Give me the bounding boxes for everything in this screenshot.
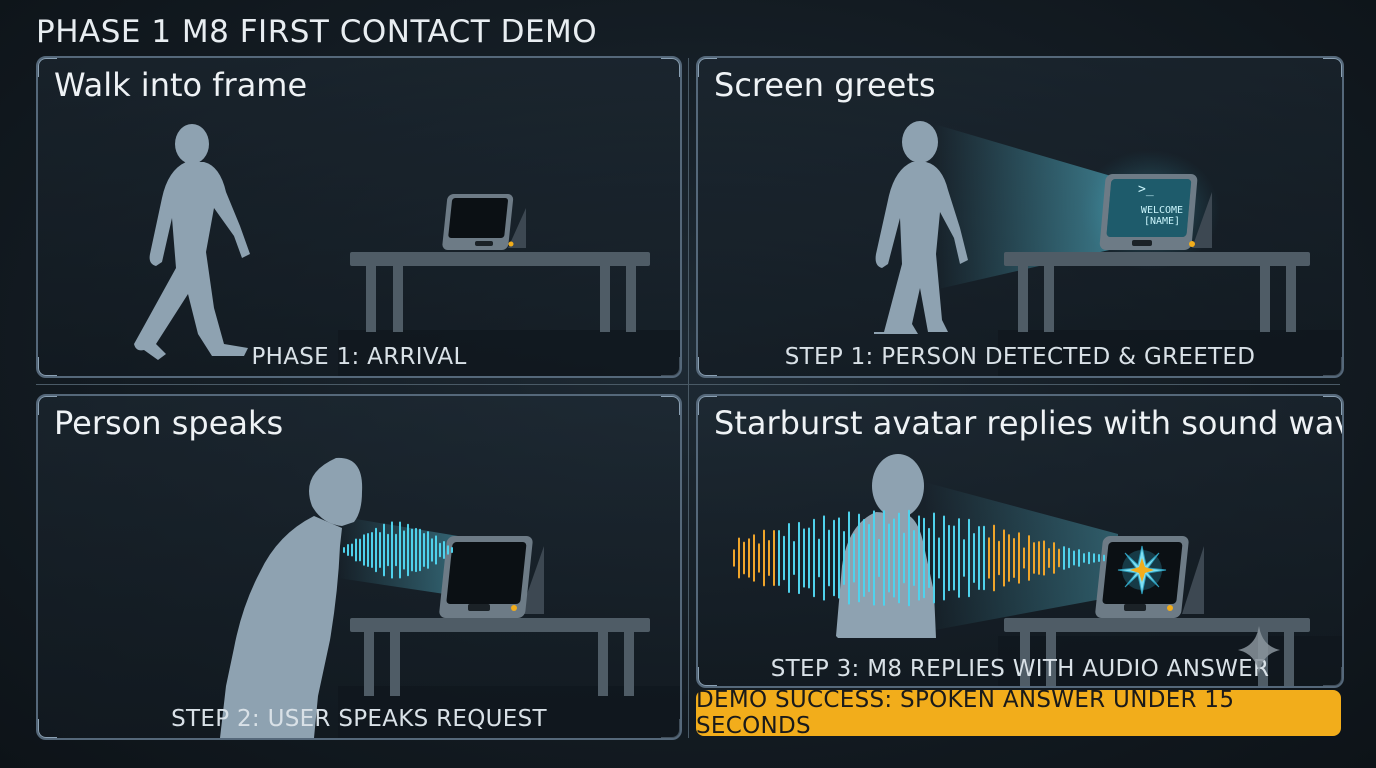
table	[350, 252, 650, 332]
panel-avatar-replies: Starburst avatar replies with sound wave…	[696, 394, 1344, 688]
tablet-device-icon	[439, 536, 544, 618]
panel-title: Starburst avatar replies with sound wave…	[714, 404, 1344, 442]
walking-person-icon	[134, 124, 250, 360]
voice-wave	[343, 521, 453, 579]
panel-caption: STEP 1: PERSON DETECTED & GREETED	[784, 344, 1256, 370]
greeting-scene	[874, 121, 1342, 376]
table	[1004, 252, 1310, 332]
reply-wave	[733, 509, 1105, 607]
success-banner: DEMO SUCCESS: SPOKEN ANSWER UNDER 15 SEC…	[696, 687, 1341, 739]
table	[350, 618, 650, 696]
sparkle-icon	[1238, 626, 1280, 674]
panel-title: Person speaks	[54, 404, 284, 442]
panel-person-speaks: Person speaks STEP 2: USER SPEAKS REQUES…	[36, 394, 682, 740]
panel-caption: STEP 2: USER SPEAKS REQUEST	[171, 706, 547, 732]
vertical-divider	[688, 58, 689, 738]
screen-name: [NAME]	[1143, 216, 1181, 227]
screen-prompt: >_	[1138, 182, 1154, 197]
panel-title: Walk into frame	[54, 66, 308, 104]
tablet-device-icon	[442, 194, 526, 250]
light-beam	[924, 482, 1118, 632]
speaking-scene	[220, 457, 680, 738]
page-title: PHASE 1 M8 FIRST CONTACT DEMO	[36, 14, 598, 50]
arrival-scene	[134, 124, 680, 376]
panel-walk-into-frame: Walk into frame PHASE 1: ARRIVAL	[36, 56, 682, 378]
starburst-avatar-icon	[1117, 545, 1167, 595]
panel-title: Screen greets	[714, 66, 936, 104]
panel-screen-greets: >_ WELCOME [NAME] Screen greets STEP 1: …	[696, 56, 1344, 378]
screen-welcome: WELCOME	[1140, 205, 1184, 216]
tablet-device-icon	[1099, 174, 1212, 250]
reply-scene	[733, 454, 1342, 686]
light-beam	[934, 124, 1118, 290]
speaking-person-icon	[220, 457, 363, 738]
walking-person-icon	[874, 121, 968, 334]
panel-caption: PHASE 1: ARRIVAL	[251, 344, 467, 370]
listening-person-icon	[836, 454, 936, 638]
panel-caption: STEP 3: M8 REPLIES WITH AUDIO ANSWER	[770, 656, 1270, 682]
